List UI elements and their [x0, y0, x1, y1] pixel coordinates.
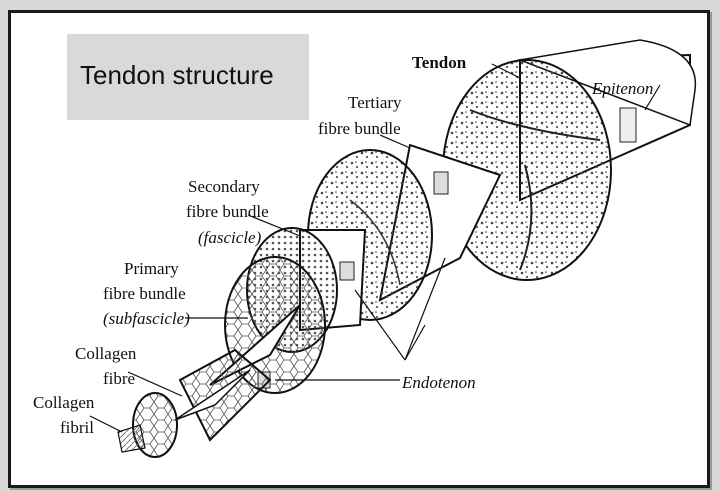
- label-collagen-fibre-line1: Collagen: [75, 343, 136, 364]
- collagen-fibril: [118, 393, 177, 457]
- label-epitenon: Epitenon: [592, 78, 653, 99]
- label-collagen-fibril-line2: fibril: [60, 417, 94, 438]
- label-tendon: Tendon: [412, 52, 466, 73]
- label-primary-line3: (subfascicle): [103, 308, 190, 329]
- label-endotenon: Endotenon: [402, 372, 476, 393]
- label-tertiary-line2: fibre bundle: [318, 118, 401, 139]
- label-secondary-line2: fibre bundle: [186, 201, 269, 222]
- label-tertiary-line1: Tertiary: [348, 92, 402, 113]
- label-secondary-line3: (fascicle): [198, 227, 261, 248]
- label-secondary-line1: Secondary: [188, 176, 260, 197]
- label-primary-line2: fibre bundle: [103, 283, 186, 304]
- label-primary-line1: Primary: [124, 258, 179, 279]
- tendon-cylinder: [443, 40, 695, 280]
- label-collagen-fibre-line2: fibre: [103, 368, 135, 389]
- label-collagen-fibril-line1: Collagen: [33, 392, 94, 413]
